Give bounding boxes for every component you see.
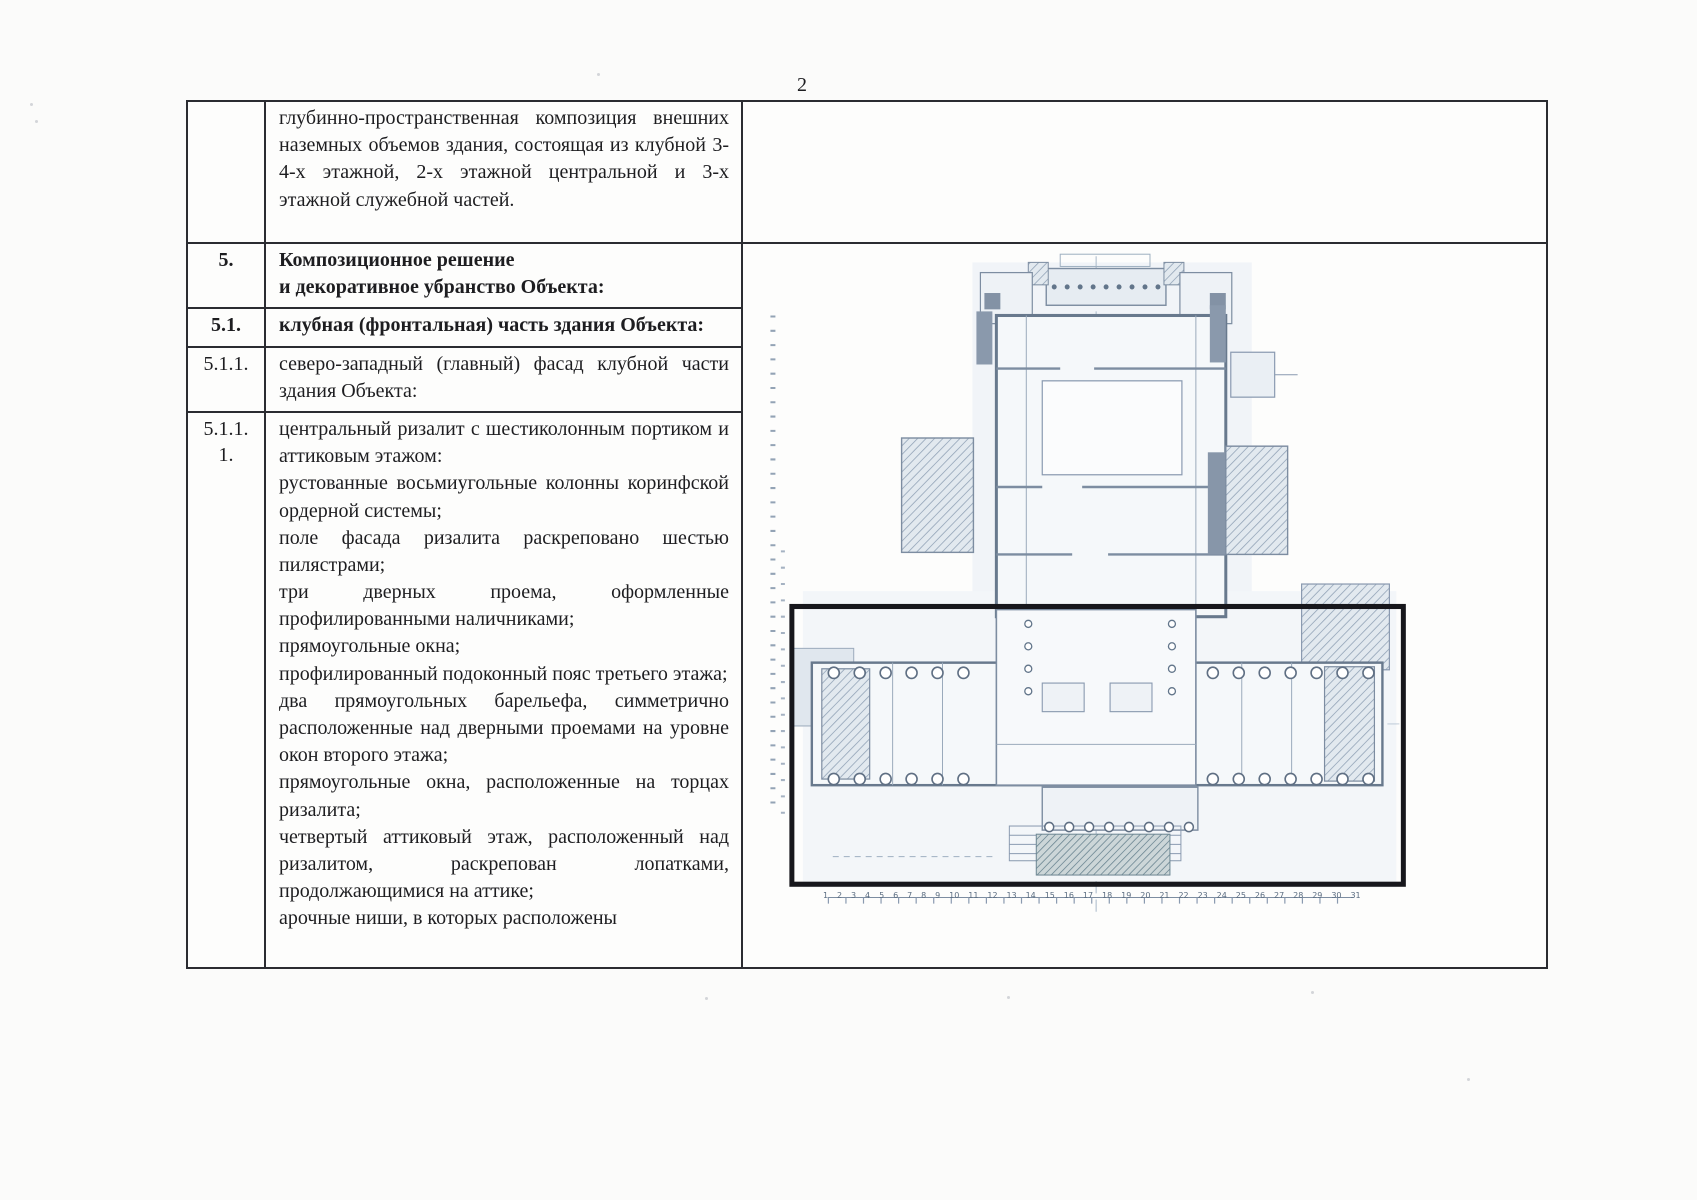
- axis-label: 21: [1159, 891, 1170, 900]
- axis-label: 13: [1006, 891, 1017, 900]
- axis-label: 22: [1178, 891, 1189, 900]
- row-number-cell: [186, 100, 266, 244]
- row-text-cell: центральный ризалит с шестиколонным порт…: [264, 410, 743, 969]
- feature-item: центральный ризалит с шестиколонным порт…: [279, 417, 729, 468]
- axis-label: 4: [865, 891, 871, 900]
- page-number: 2: [797, 74, 807, 96]
- plan-axes: [770, 315, 1354, 904]
- empty-cell: [741, 100, 1548, 244]
- plan-top-pavilion: [979, 253, 1233, 325]
- axis-label: 11: [968, 891, 979, 900]
- axis-label: 12: [987, 891, 998, 900]
- axis-label: 18: [1102, 891, 1113, 900]
- plan-highlight-border: [789, 603, 1406, 887]
- scan-noise-speck: [30, 103, 33, 106]
- axis-label: 3: [851, 891, 857, 900]
- axis-label: 17: [1082, 891, 1094, 900]
- axis-label: 10: [949, 891, 960, 900]
- axis-label: 14: [1025, 891, 1036, 900]
- axis-label: 30: [1331, 891, 1342, 900]
- axis-label: 5: [879, 891, 885, 900]
- plan-portico-steps: [1008, 786, 1199, 876]
- axis-label: 27: [1274, 891, 1285, 900]
- floor-plan-svg: [770, 253, 1406, 918]
- row-text-cell: клубная (фронтальная) часть здания Объек…: [264, 307, 743, 348]
- axis-label: 16: [1063, 891, 1074, 900]
- axis-label: 29: [1312, 891, 1323, 900]
- axis-label: 23: [1197, 891, 1208, 900]
- feature-item: арочные ниши, в которых расположены: [279, 907, 617, 930]
- axis-label: 1: [823, 891, 829, 900]
- scan-noise-speck: [597, 73, 600, 76]
- scan-noise-speck: [1467, 1078, 1470, 1081]
- axis-label: 25: [1235, 891, 1246, 900]
- scan-noise-speck: [705, 997, 708, 1000]
- table-row: 5.1. клубная (фронтальная) часть здания …: [186, 307, 1547, 348]
- scan-noise-speck: [1311, 991, 1314, 994]
- axis-label: 31: [1350, 891, 1361, 900]
- row-text-cell: Композиционное решение и декоративное уб…: [264, 241, 743, 310]
- row-number-cell: 5.1.1. 1.: [186, 410, 266, 969]
- axis-label: 2: [837, 891, 843, 900]
- table-row: 5.1.1. 1. центральный ризалит с шестикол…: [186, 410, 1547, 969]
- plan-lower-wing: [810, 608, 1384, 858]
- plan-main-block: [976, 305, 1234, 619]
- axis-label: 15: [1044, 891, 1055, 900]
- axis-label: 26: [1254, 891, 1266, 900]
- axis-label: 20: [1140, 891, 1151, 900]
- axis-label: 8: [921, 891, 927, 900]
- axis-label: 28: [1293, 891, 1304, 900]
- table-row: 5.1.1. северо-западный (главный) фасад к…: [186, 345, 1547, 413]
- feature-item: три дверных проема, оформленные профилир…: [279, 581, 729, 631]
- axis-label: 7: [907, 891, 913, 900]
- feature-item: четвертый аттиковый этаж, расположенный …: [279, 825, 729, 903]
- row-text-cell: глубинно-пространственная композиция вне…: [264, 100, 743, 244]
- row-number-cell: 5.1.1.: [186, 345, 266, 413]
- row-text-cell: северо-западный (главный) фасад клубной …: [264, 345, 743, 413]
- axis-label: 24: [1216, 891, 1227, 900]
- axis-label: 9: [935, 891, 941, 900]
- row-number-cell: 5.1.: [186, 307, 266, 348]
- feature-item: два прямоугольных барельефа, симметрично…: [279, 689, 729, 767]
- feature-item: прямоугольные окна, расположенные на тор…: [279, 771, 729, 821]
- scan-noise-speck: [1007, 996, 1010, 999]
- feature-item: рустованные восьмиугольные колонны корин…: [279, 472, 729, 522]
- feature-item: профилированный подоконный пояс третьего…: [279, 662, 728, 685]
- feature-item: поле фасада ризалита раскреповано шестью…: [279, 526, 729, 576]
- scan-noise-speck: [35, 120, 38, 123]
- table-row: глубинно-пространственная композиция вне…: [186, 100, 1548, 244]
- row-number-cell: 5.: [186, 241, 266, 310]
- feature-item: прямоугольные окна;: [279, 635, 461, 658]
- table-row: 5. Композиционное решение и декоративное…: [186, 241, 1548, 969]
- axis-label: 6: [893, 891, 899, 900]
- document-table: глубинно-пространственная композиция вне…: [186, 100, 1548, 969]
- axis-label: 19: [1121, 891, 1132, 900]
